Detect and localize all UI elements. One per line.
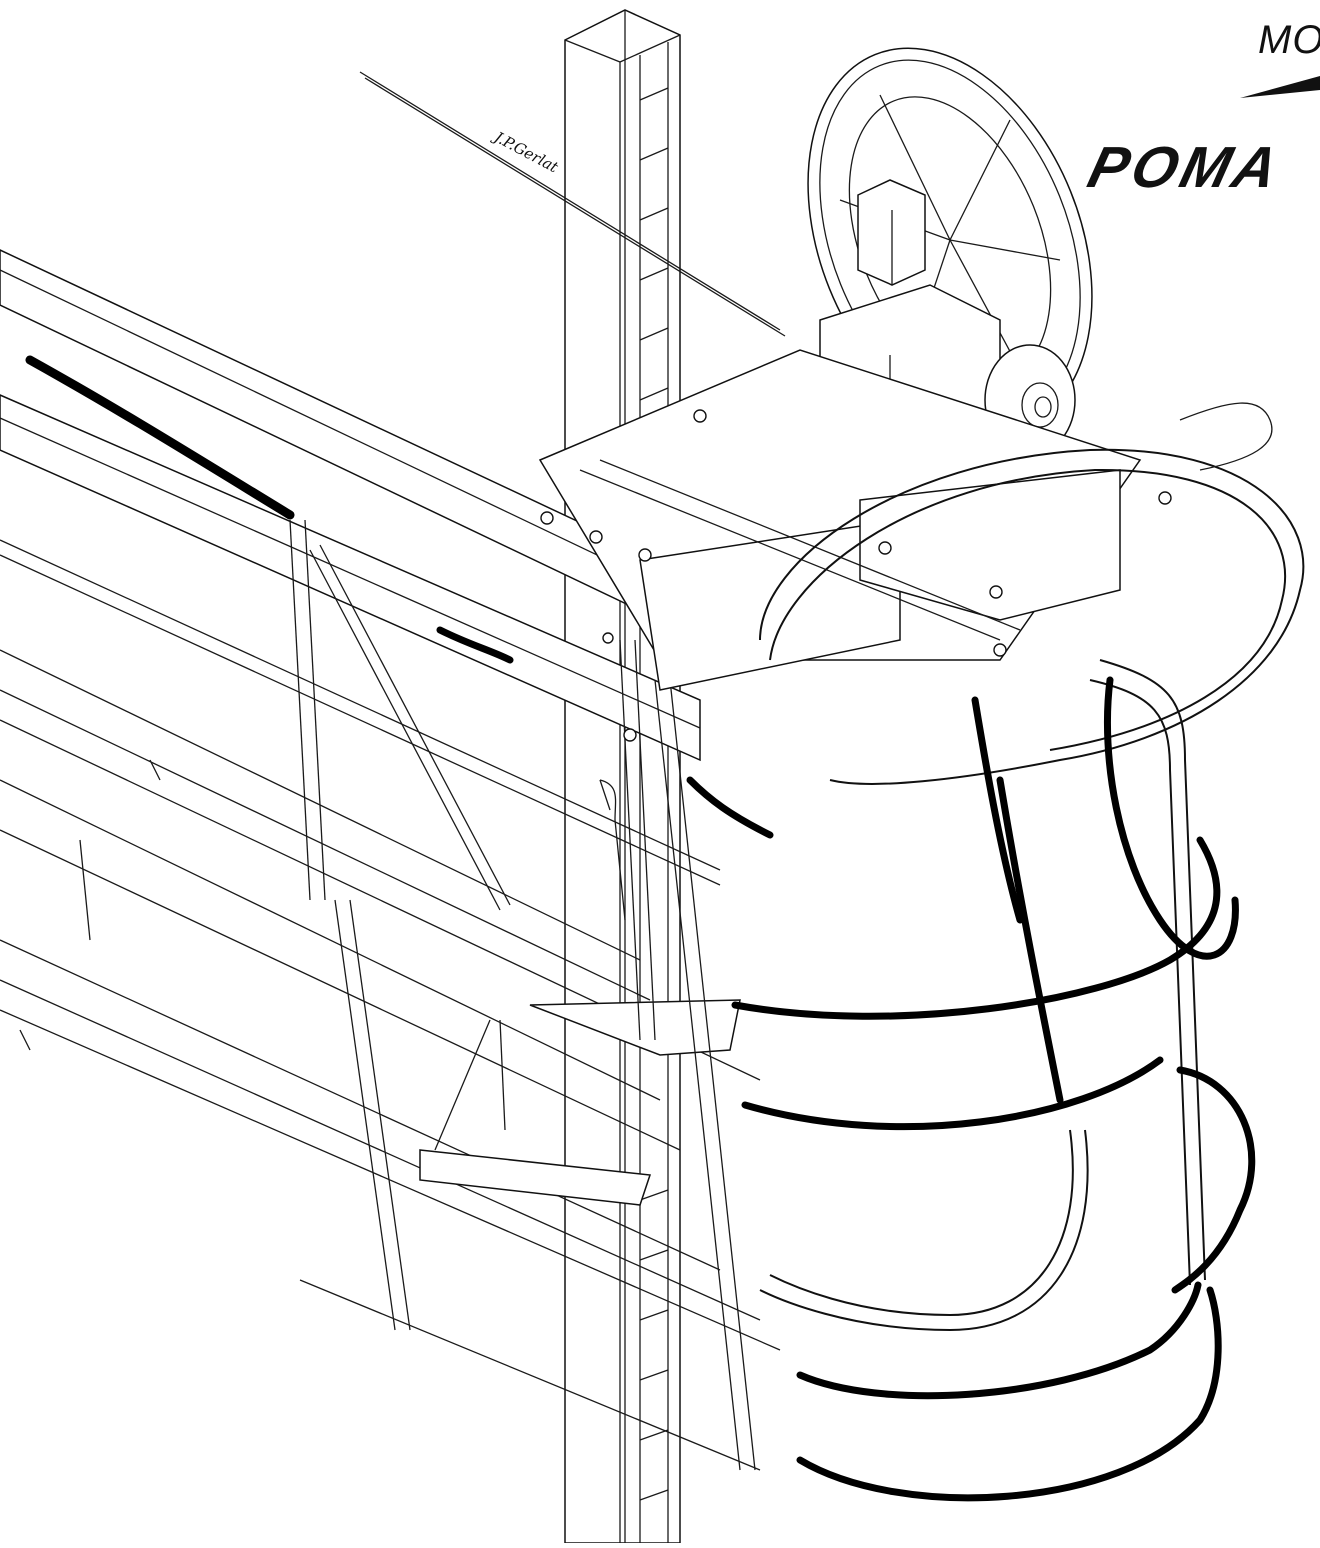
upper-cable-run <box>25 355 774 839</box>
return-hose <box>759 1129 1089 1332</box>
guy-wires <box>359 71 786 337</box>
brand-logo: POMA <box>1081 135 1289 200</box>
cable-loops <box>731 676 1256 1502</box>
bolts <box>540 409 1172 742</box>
header-top-text: MO <box>1258 18 1320 62</box>
return-rail-loop <box>759 402 1305 785</box>
crossarm-beam <box>0 249 781 1471</box>
tower-mast <box>564 9 681 1544</box>
support-struts <box>289 519 756 1471</box>
walkway-platforms <box>419 999 741 1206</box>
catwalk-railings <box>19 759 626 1051</box>
brand-swoosh-icon <box>1240 76 1320 98</box>
